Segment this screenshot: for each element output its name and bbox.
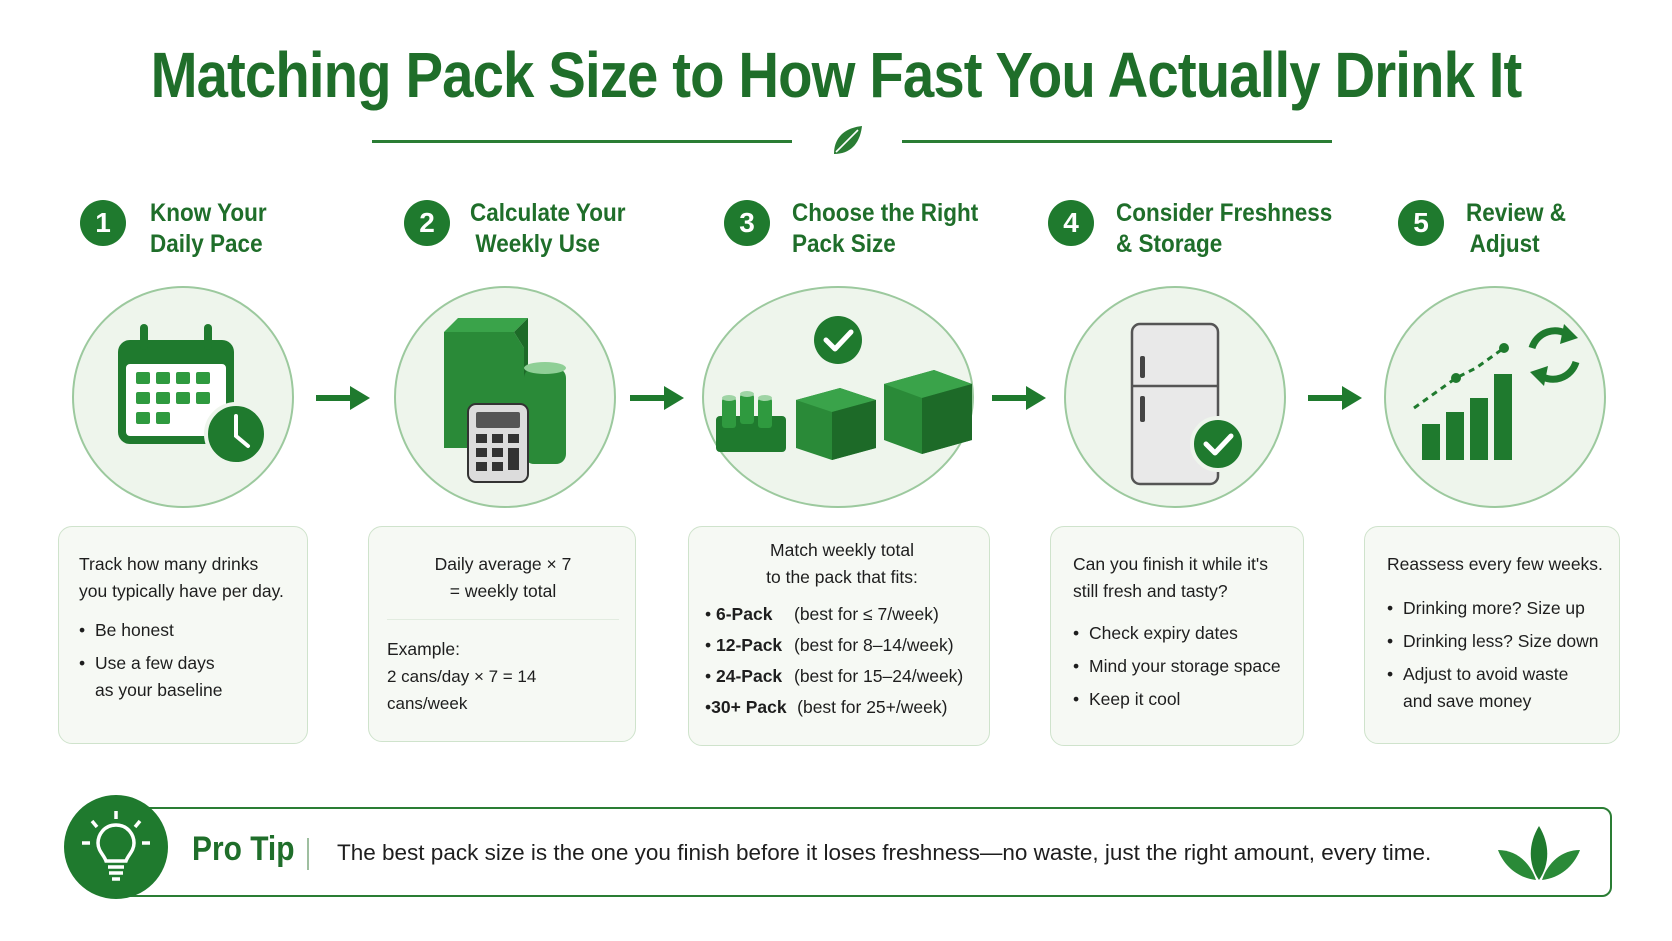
step-illustration: [1064, 286, 1286, 508]
sprout-leaves-icon: [1498, 826, 1580, 880]
arrow-right-icon: [1308, 386, 1362, 410]
step-number: 5: [1398, 200, 1444, 246]
step-number: 2: [404, 200, 450, 246]
pack-option: • 24-Pack(best for 15–24/week): [705, 666, 964, 686]
step-card: Track how many drinks you typically have…: [58, 526, 308, 744]
pro-tip-separator: [307, 838, 309, 870]
pack-option: • 12-Pack(best for 8–14/week): [705, 635, 954, 655]
step-title: Review &Adjust: [1466, 199, 1567, 258]
step-number: 3: [724, 200, 770, 246]
calendar-clock-icon: [118, 324, 268, 466]
pack-option: •30+ Pack(best for 25+/week): [705, 697, 948, 717]
fridge-check-icon: [1130, 322, 1246, 486]
step-card: Reassess every few weeks. Drinking more?…: [1364, 526, 1620, 744]
calculator-drinks-icon: [444, 318, 566, 483]
pro-tip-box: [118, 807, 1612, 897]
arrow-right-icon: [992, 386, 1046, 410]
arrow-right-icon: [316, 386, 370, 410]
step-card: Daily average × 7 = weekly total Example…: [368, 526, 636, 742]
step-illustration: [702, 286, 974, 508]
pack-option: • 6-Pack(best for ≤ 7/week): [705, 604, 939, 624]
step-title: Consider Freshness& Storage: [1116, 199, 1333, 258]
pro-tip-label: Pro Tip: [192, 830, 295, 868]
step-illustration: [1384, 286, 1606, 508]
leaf-icon: [834, 126, 862, 154]
step-number: 4: [1048, 200, 1094, 246]
pro-tip-text: The best pack size is the one you finish…: [337, 840, 1432, 865]
step-illustration: [72, 286, 294, 508]
step-card: Match weekly total to the pack that fits…: [688, 526, 990, 746]
title-divider-left: [372, 140, 792, 143]
page-title: Matching Pack Size to How Fast You Actua…: [150, 39, 1523, 111]
pack-boxes-check-icon: [716, 316, 972, 460]
step-card: Can you finish it while it's still fresh…: [1050, 526, 1304, 746]
step-illustration: [394, 286, 616, 508]
arrow-right-icon: [630, 386, 684, 410]
lightbulb-icon: [64, 795, 168, 899]
step-number: 1: [80, 200, 126, 246]
growth-chart-refresh-icon: [1413, 324, 1580, 460]
title-divider-right: [902, 140, 1332, 143]
